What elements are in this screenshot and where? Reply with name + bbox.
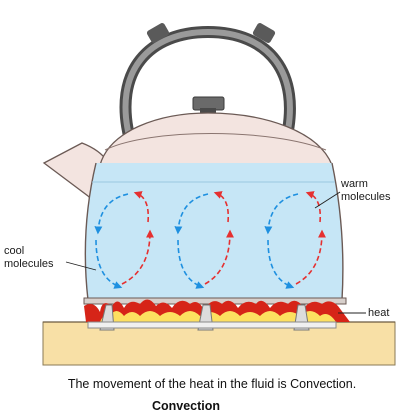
- warm-leader-line: [314, 191, 341, 209]
- kettle-diagram: [42, 23, 396, 366]
- warm-current-arrow: [305, 191, 322, 223]
- warm-current-arrow: [133, 191, 150, 223]
- lid-knob: [192, 96, 225, 113]
- burner-supports: [87, 304, 337, 331]
- warm-current-arrow: [204, 229, 234, 285]
- cool-current-arrow: [174, 193, 209, 235]
- cool-label-line-2: molecules: [4, 258, 54, 270]
- caption: The movement of the heat in the fluid is…: [67, 377, 357, 391]
- kettle-body: [84, 162, 344, 301]
- warm-label-line-1: warm: [341, 178, 368, 190]
- burner-flames: [84, 299, 350, 322]
- warm-label-line-2: molecules: [341, 191, 391, 203]
- cool-molecules-label: cool molecules: [4, 245, 54, 271]
- cool-label-line-1: cool: [4, 245, 25, 257]
- cool-current-arrow: [177, 239, 205, 289]
- warm-current-arrow: [295, 229, 326, 285]
- kettle-lid: [99, 112, 333, 166]
- warm-molecules-label: warm molecules: [341, 178, 391, 204]
- heat-label: heat: [368, 307, 390, 319]
- kettle-handle: [119, 23, 296, 146]
- cool-current-arrow: [264, 193, 299, 235]
- warm-current-arrow: [213, 191, 230, 223]
- cool-leader-line: [65, 261, 97, 271]
- cool-current-arrow: [267, 239, 295, 289]
- caption-title: Convection: [151, 399, 221, 413]
- convection-cell-2: [174, 191, 234, 289]
- cool-current-arrow: [94, 193, 129, 235]
- convection-cell-3: [264, 191, 326, 289]
- convection-cell-1: [94, 191, 154, 289]
- cool-current-arrow: [95, 239, 123, 289]
